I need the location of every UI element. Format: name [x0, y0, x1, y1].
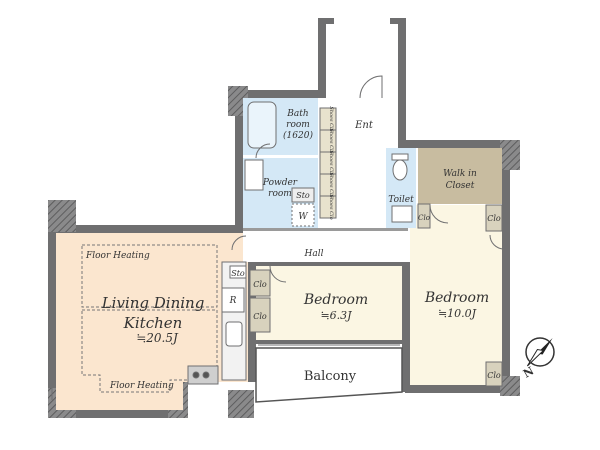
floor-heating-bottom-label: Floor Heating: [109, 381, 174, 391]
hall-label: Hall: [304, 249, 324, 259]
bath-label-line1: Bath: [286, 109, 308, 119]
sto-box: [229, 265, 247, 279]
kitchen-sink: [225, 321, 243, 347]
shoe-clo-label: Shoes Clo: [328, 106, 334, 131]
sto-hall-label: Sto: [231, 269, 245, 278]
bedroom1-size: ≒6.3J: [320, 309, 352, 322]
powder-storage: [291, 187, 315, 203]
compass: N: [521, 337, 555, 381]
labels: Living Dining Kitchen ≒20.5J Floor Heati…: [85, 106, 501, 391]
bedroom1-label: Bedroom: [303, 292, 368, 308]
ldk-label-line1: Living Dining: [101, 294, 205, 312]
compass-north-label: N: [521, 364, 536, 380]
shoe-closet-dividers: [320, 129, 336, 197]
bath-label-line2: room: [286, 120, 310, 130]
sto-powder-label: Sto: [296, 191, 310, 200]
entrance-floor: [326, 24, 398, 124]
clo-bed2-top-label: Clo: [487, 214, 501, 223]
clo-bed1-bottom-label: Clo: [253, 312, 267, 321]
clo-bed1-top-label: Clo: [253, 280, 267, 289]
powder-label-line1: Powder: [262, 178, 298, 188]
bedroom2-label: Bedroom: [424, 290, 489, 306]
toilet-label: Toilet: [388, 195, 414, 205]
fixtures: [187, 101, 413, 385]
clo-bed2-bottom-label: Clo: [487, 371, 501, 380]
floor-heating-top-label: Floor Heating: [85, 251, 150, 261]
entrance-label: Ent: [354, 120, 374, 131]
bedroom1-floor: [256, 266, 402, 340]
ldk-label-line2: Kitchen: [123, 314, 183, 332]
fridge-box: [221, 287, 245, 313]
door-swings: [231, 75, 505, 283]
toilet-bowl: [392, 159, 408, 181]
wash-basin: [244, 159, 264, 191]
bathtub: [247, 101, 277, 149]
powder-label-line2: room: [268, 189, 292, 199]
washer-label: W: [298, 212, 308, 222]
shoe-clo-label: Shoes Clo: [328, 194, 334, 219]
balcony-label: Balcony: [304, 369, 357, 384]
toilet-sink: [391, 205, 413, 223]
shoe-clo-label: Shoes Clo: [328, 172, 334, 197]
closets: [249, 107, 503, 387]
floor-heating-zones: [81, 244, 218, 393]
kitchen-counter: [221, 261, 247, 381]
washer-space: [291, 203, 315, 227]
wic-label-line2: Closet: [446, 181, 475, 191]
bedroom2-floor: [410, 205, 502, 385]
shoe-clo-label: Shoes Clo: [328, 150, 334, 175]
balcony-floor: [255, 347, 403, 403]
bath-label-line3: (1620): [283, 130, 313, 141]
windows: [51, 240, 507, 400]
ldk-size: ≒20.5J: [136, 331, 179, 345]
wic-floor: [418, 148, 502, 204]
bedroom2-size: ≒10.0J: [438, 307, 477, 320]
wic-label-line1: Walk in: [443, 169, 477, 179]
clo-wic-label: Clo: [418, 214, 430, 222]
shoe-clo-label: Shoes Clo: [328, 128, 334, 153]
fridge-label: R: [229, 296, 237, 306]
